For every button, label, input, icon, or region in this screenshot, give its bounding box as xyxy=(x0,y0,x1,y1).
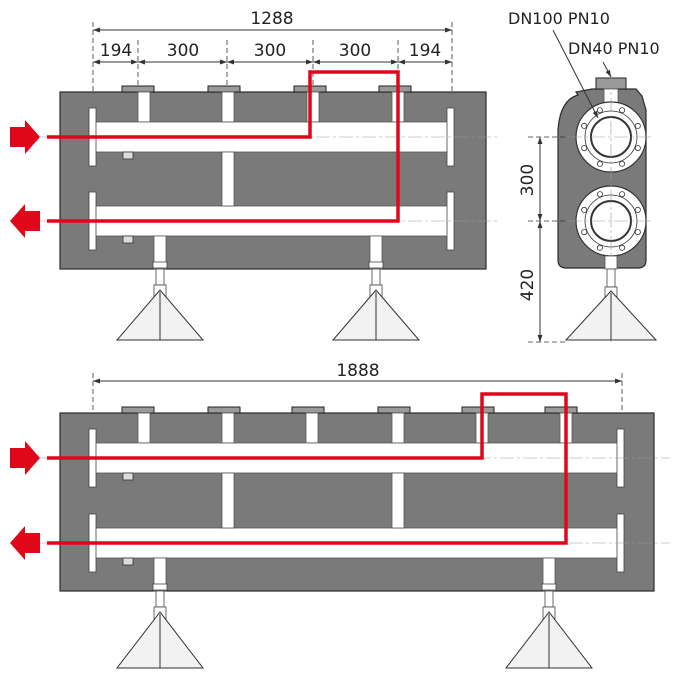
height-dim-300: 300 xyxy=(518,164,538,196)
segment-label-5: 194 xyxy=(409,41,441,61)
height-dim-420: 420 xyxy=(518,269,538,301)
center-connector-pipe xyxy=(221,151,235,207)
segment-label-4: 300 xyxy=(339,41,371,61)
bolt-hole xyxy=(619,107,626,114)
bolt-hole xyxy=(596,160,603,167)
arrow-left-icon xyxy=(10,204,40,238)
top-view: 1288 194 300 300 300 194 xyxy=(10,9,500,341)
label-dn100-pn10: DN100 PN10 xyxy=(508,9,610,28)
arrow-left-icon xyxy=(10,526,40,560)
bolt-hole xyxy=(634,229,641,236)
overall-width-label-bottom: 1888 xyxy=(336,361,379,381)
side-view: 300 420 DN100 PN10 DN40 PN10 xyxy=(508,9,660,345)
bolt-hole xyxy=(596,191,603,198)
flow-path-bottom xyxy=(47,392,568,545)
bolt-hole xyxy=(596,107,603,114)
overall-width-label: 1288 xyxy=(250,9,293,29)
bolt-hole xyxy=(619,191,626,198)
segment-label-2: 300 xyxy=(167,41,199,61)
arrow-right-icon xyxy=(10,120,40,154)
bottom-flanges xyxy=(121,406,578,444)
dimension-segments-top: 194 300 300 300 194 xyxy=(93,40,452,92)
bolt-hole xyxy=(634,206,641,213)
flow-path-top xyxy=(47,70,400,223)
segment-label-1: 194 xyxy=(100,41,132,61)
bolt-hole xyxy=(581,122,588,129)
bolt-hole xyxy=(581,206,588,213)
arrow-right-icon xyxy=(10,441,40,475)
bolt-hole xyxy=(619,160,626,167)
leader-dn40 xyxy=(602,61,612,78)
label-dn40-pn10: DN40 PN10 xyxy=(568,39,660,58)
bolt-hole xyxy=(619,244,626,251)
drain-plug-icon xyxy=(122,557,134,566)
leader-dn100 xyxy=(552,29,599,119)
drain-plug-icon xyxy=(122,235,134,244)
bolt-holes xyxy=(581,107,641,251)
bolt-hole xyxy=(581,229,588,236)
support-legs-top xyxy=(115,235,421,341)
segment-label-3: 300 xyxy=(254,41,286,61)
bolt-hole xyxy=(634,145,641,152)
bolt-hole xyxy=(581,145,588,152)
bolt-hole xyxy=(596,244,603,251)
support-legs-bottom xyxy=(115,557,594,669)
dimension-overall-top: 1288 xyxy=(92,9,453,92)
drain-plug-icon xyxy=(122,472,134,481)
bottom-view: 1888 xyxy=(10,361,670,669)
bolt-hole xyxy=(634,122,641,129)
drain-plug-icon xyxy=(122,151,134,160)
